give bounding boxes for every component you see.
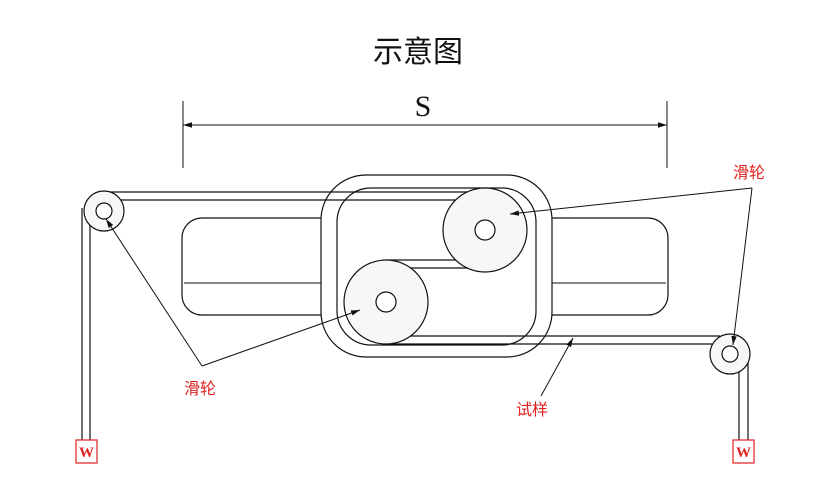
dimension-s: S bbox=[182, 90, 668, 168]
leader-pulley-top-right: 滑轮 bbox=[509, 163, 765, 346]
weight-right-label: W bbox=[736, 445, 751, 461]
pulley-upper-middle bbox=[442, 187, 528, 273]
weight-left-label: W bbox=[79, 445, 94, 461]
pulley-lower-middle bbox=[343, 259, 429, 345]
pulley-left-hub bbox=[95, 202, 113, 220]
weight-right-box bbox=[732, 439, 755, 464]
pulley-lower-hub bbox=[375, 291, 397, 313]
weight-right: W bbox=[732, 439, 755, 464]
pulley-right bbox=[709, 333, 751, 375]
leader-to-specimen bbox=[540, 337, 574, 397]
leader-to-lower-pulley bbox=[201, 309, 361, 367]
specimen-strip bbox=[81, 191, 749, 440]
label-pulley-top-right: 滑轮 bbox=[733, 163, 765, 182]
carriage-inner bbox=[336, 187, 537, 346]
pulley-right-hub bbox=[721, 345, 739, 363]
leader-pulley-bottom-left: 滑轮 bbox=[105, 218, 361, 398]
leader-to-left-pulley bbox=[105, 218, 203, 367]
pulley-left bbox=[83, 190, 125, 232]
leader-specimen: 试样 bbox=[516, 337, 574, 419]
label-pulley-bottom-left: 滑轮 bbox=[184, 379, 216, 398]
leader-to-upper-pulley bbox=[509, 187, 753, 216]
dimension-label: S bbox=[415, 90, 432, 123]
pulley-upper-hub bbox=[474, 219, 496, 241]
leader-to-right-pulley bbox=[731, 187, 753, 346]
label-specimen: 试样 bbox=[516, 400, 548, 419]
weight-left: W bbox=[75, 439, 98, 464]
frame bbox=[181, 174, 669, 358]
weight-left-box bbox=[75, 439, 98, 464]
diagram-title: 示意图 bbox=[373, 35, 463, 70]
